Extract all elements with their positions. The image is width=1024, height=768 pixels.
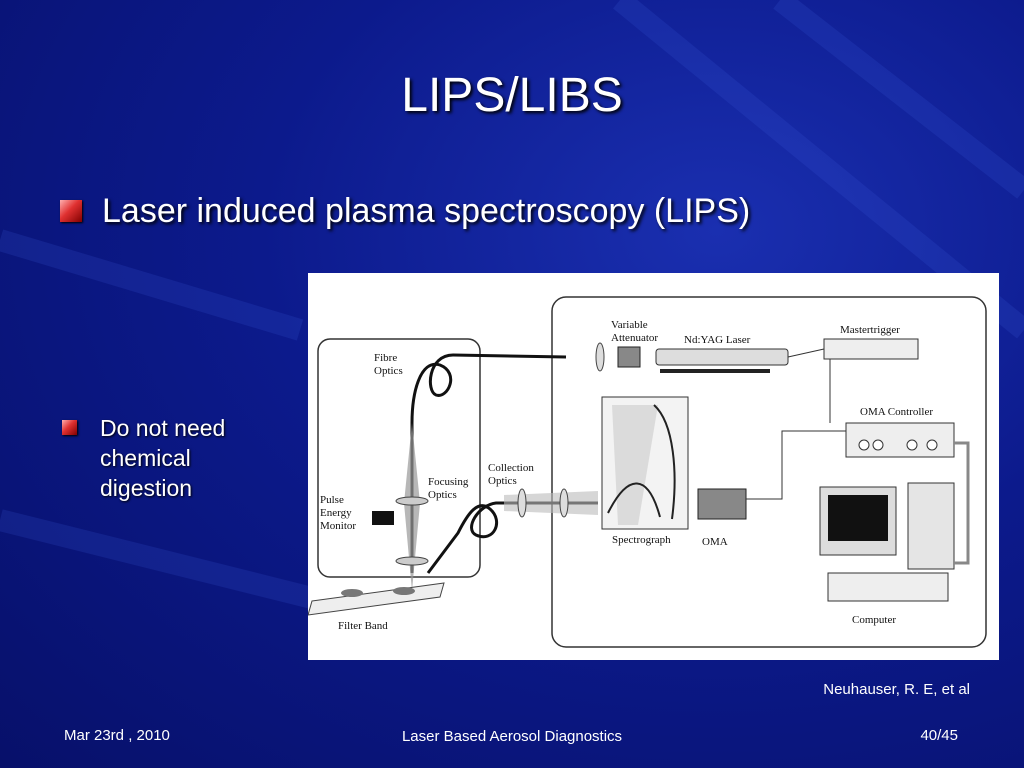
attenuator-block	[617, 346, 641, 368]
label-variable-1: Variable	[611, 319, 648, 331]
label-pulse-2: Energy	[320, 507, 352, 519]
citation: Neuhauser, R. E, et al	[823, 681, 970, 698]
bullet-sub-text: Do not need chemical digestion	[100, 415, 226, 501]
bullet-square-icon	[60, 200, 82, 222]
filter-spot-1	[341, 589, 363, 597]
label-oma: OMA	[702, 536, 728, 548]
label-oma-controller: OMA Controller	[860, 406, 933, 418]
bullet-sub: Do not need chemical digestion	[62, 413, 270, 503]
collection-lens-2	[559, 488, 569, 518]
filter-spot-2	[393, 587, 415, 595]
footer-date: Mar 23rd , 2010	[64, 727, 170, 744]
label-focusing-2: Optics	[428, 489, 457, 501]
collection-beam	[504, 491, 598, 515]
label-laser: Nd:YAG Laser	[684, 334, 751, 346]
slide-title: LIPS/LIBS	[401, 69, 623, 122]
computer-cable	[954, 441, 970, 565]
beam-down	[404, 423, 420, 591]
label-variable-2: Attenuator	[611, 332, 658, 344]
bullet-square-icon	[62, 420, 77, 435]
lips-setup-diagram: Fibre Optics Pulse Energy Monitor Focusi…	[308, 273, 999, 660]
label-filter-band: Filter Band	[338, 620, 388, 632]
trigger-line-1	[787, 348, 825, 358]
mastertrigger-box	[823, 338, 919, 360]
fibre-cable	[410, 353, 567, 573]
probe-enclosure	[317, 338, 481, 578]
label-focusing-1: Focusing	[428, 476, 469, 488]
computer-screen	[828, 495, 888, 541]
pulse-energy-monitor	[372, 511, 394, 525]
collection-fibre	[426, 501, 598, 574]
label-computer: Computer	[852, 614, 896, 626]
label-pulse-3: Monitor	[320, 520, 356, 532]
computer-keyboard	[827, 572, 949, 602]
label-fibre-optics-1: Fibre	[374, 352, 397, 364]
bullet-main: Laser induced plasma spectroscopy (LIPS)	[60, 192, 750, 231]
label-collection-2: Optics	[488, 475, 517, 487]
label-spectrograph: Spectrograph	[612, 534, 671, 546]
computer-tower	[907, 482, 955, 570]
label-fibre-optics-2: Optics	[374, 365, 403, 377]
lens-bottom	[395, 556, 429, 566]
footer-title: Laser Based Aerosol Diagnostics	[401, 728, 623, 745]
instrument-enclosure	[551, 296, 987, 648]
lens-top	[395, 496, 429, 506]
label-mastertrigger: Mastertrigger	[840, 324, 900, 336]
filter-band	[308, 582, 445, 616]
attenuator-lens	[595, 342, 605, 372]
laser-body	[655, 348, 789, 366]
label-collection-1: Collection	[488, 462, 534, 474]
oma-camera	[697, 488, 747, 520]
laser-base	[660, 369, 770, 373]
collection-lens-1	[517, 488, 527, 518]
bullet-main-text: Laser induced plasma spectroscopy (LIPS)	[102, 192, 751, 230]
oma-cable	[746, 430, 846, 500]
footer-page-number: 40/45	[920, 727, 958, 744]
label-pulse-1: Pulse	[320, 494, 344, 506]
